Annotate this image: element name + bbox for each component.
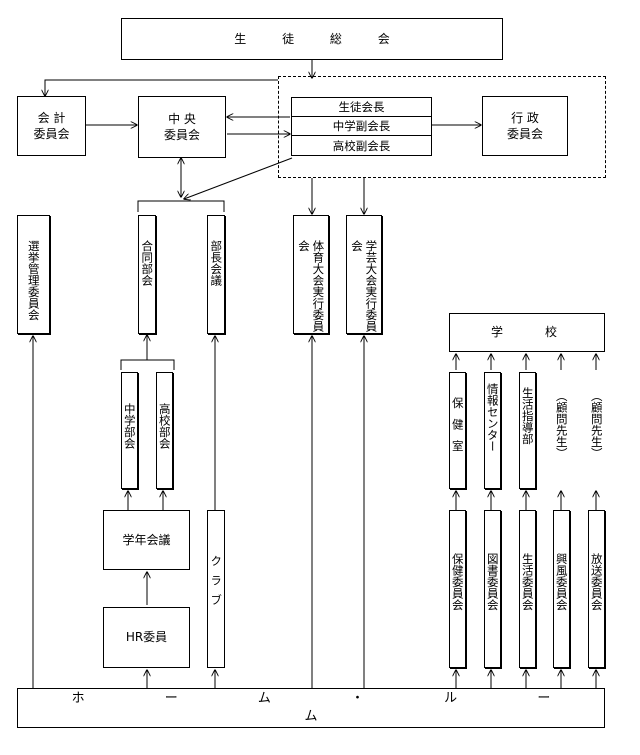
election-committee-label: 選挙管理委員会	[26, 240, 41, 321]
student-guidance-label: 生活指導部	[520, 387, 535, 445]
health-room: 保健室	[449, 372, 466, 489]
student-general-assembly-label: 生 徒 総 会	[234, 31, 406, 46]
school-label: 学 校	[490, 325, 563, 340]
library-committee: 図書委員会	[484, 510, 501, 668]
arts-festival-committee: 学芸大会実行委員会	[346, 215, 382, 334]
junior-high-club: 中学部会	[121, 372, 138, 489]
clubs-label: クラブ	[209, 555, 224, 614]
jh-vice-president: 中学副会長	[291, 116, 432, 136]
election-committee: 選挙管理委員会	[17, 215, 50, 334]
broadcast-committee-label: 放送委員会	[589, 553, 604, 611]
advisor-teacher-2-label: ︵顧問先生︶	[589, 390, 604, 459]
life-committee-label: 生活委員会	[520, 553, 535, 611]
hs-vice-president-label: 高校副会長	[332, 138, 391, 153]
student-president-label: 生徒会長	[338, 100, 385, 114]
arts-festival-committee-label: 学芸大会実行委員会	[350, 240, 379, 332]
student-president: 生徒会長	[291, 97, 432, 117]
jh-vice-president-label: 中学副会長	[332, 119, 391, 133]
club-leaders-meeting-label: 部長会議	[209, 240, 224, 286]
joint-club-meeting-label: 合同部会	[140, 240, 155, 286]
hr-committee: HR委員	[103, 607, 190, 668]
sports-festival-committee: 体育大会実行委員会	[293, 215, 329, 334]
accounting-committee: 会 計 委員会	[17, 96, 86, 156]
junior-high-club-label: 中学部会	[122, 403, 137, 449]
health-room-label: 保健室	[450, 397, 465, 462]
central-committee-label: 中 央 委員会	[163, 111, 200, 142]
health-committee-label: 保健委員会	[450, 553, 465, 611]
advisor-teacher-1: ︵顧問先生︶	[553, 384, 570, 490]
student-guidance: 生活指導部	[519, 372, 536, 489]
executive-group	[278, 76, 606, 178]
high-school-club: 高校部会	[156, 372, 173, 489]
info-center-label: 情報センター	[485, 383, 500, 452]
discipline-committee: 興風委員会	[553, 510, 570, 668]
hr-committee-label: HR委員	[125, 630, 168, 645]
advisor-teacher-2: ︵顧問先生︶	[588, 384, 605, 490]
clubs: クラブ	[207, 510, 225, 668]
administrative-committee-label: 行 政 委員会	[506, 110, 543, 141]
health-committee: 保健委員会	[449, 510, 466, 668]
broadcast-committee: 放送委員会	[588, 510, 605, 668]
sports-festival-committee-label: 体育大会実行委員会	[297, 240, 326, 332]
accounting-committee-label: 会 計 委員会	[33, 110, 70, 141]
discipline-committee-label: 興風委員会	[554, 553, 569, 611]
hs-vice-president: 高校副会長	[291, 135, 432, 156]
club-leaders-meeting: 部長会議	[207, 215, 225, 334]
grade-meeting: 学年会議	[103, 510, 190, 570]
administrative-committee: 行 政 委員会	[482, 96, 568, 156]
library-committee-label: 図書委員会	[485, 553, 500, 611]
info-center: 情報センター	[484, 372, 501, 489]
grade-meeting-label: 学年会議	[122, 532, 171, 547]
high-school-club-label: 高校部会	[157, 403, 172, 449]
joint-club-meeting: 合同部会	[138, 215, 156, 334]
school: 学 校	[449, 313, 605, 352]
advisor-teacher-1-label: ︵顧問先生︶	[554, 390, 569, 459]
homeroom: ホ ー ム ・ ル ー ム	[17, 688, 605, 728]
homeroom-label: ホ ー ム ・ ル ー ム	[71, 691, 589, 724]
central-committee: 中 央 委員会	[138, 96, 226, 158]
student-general-assembly: 生 徒 総 会	[121, 18, 503, 60]
life-committee: 生活委員会	[519, 510, 536, 668]
